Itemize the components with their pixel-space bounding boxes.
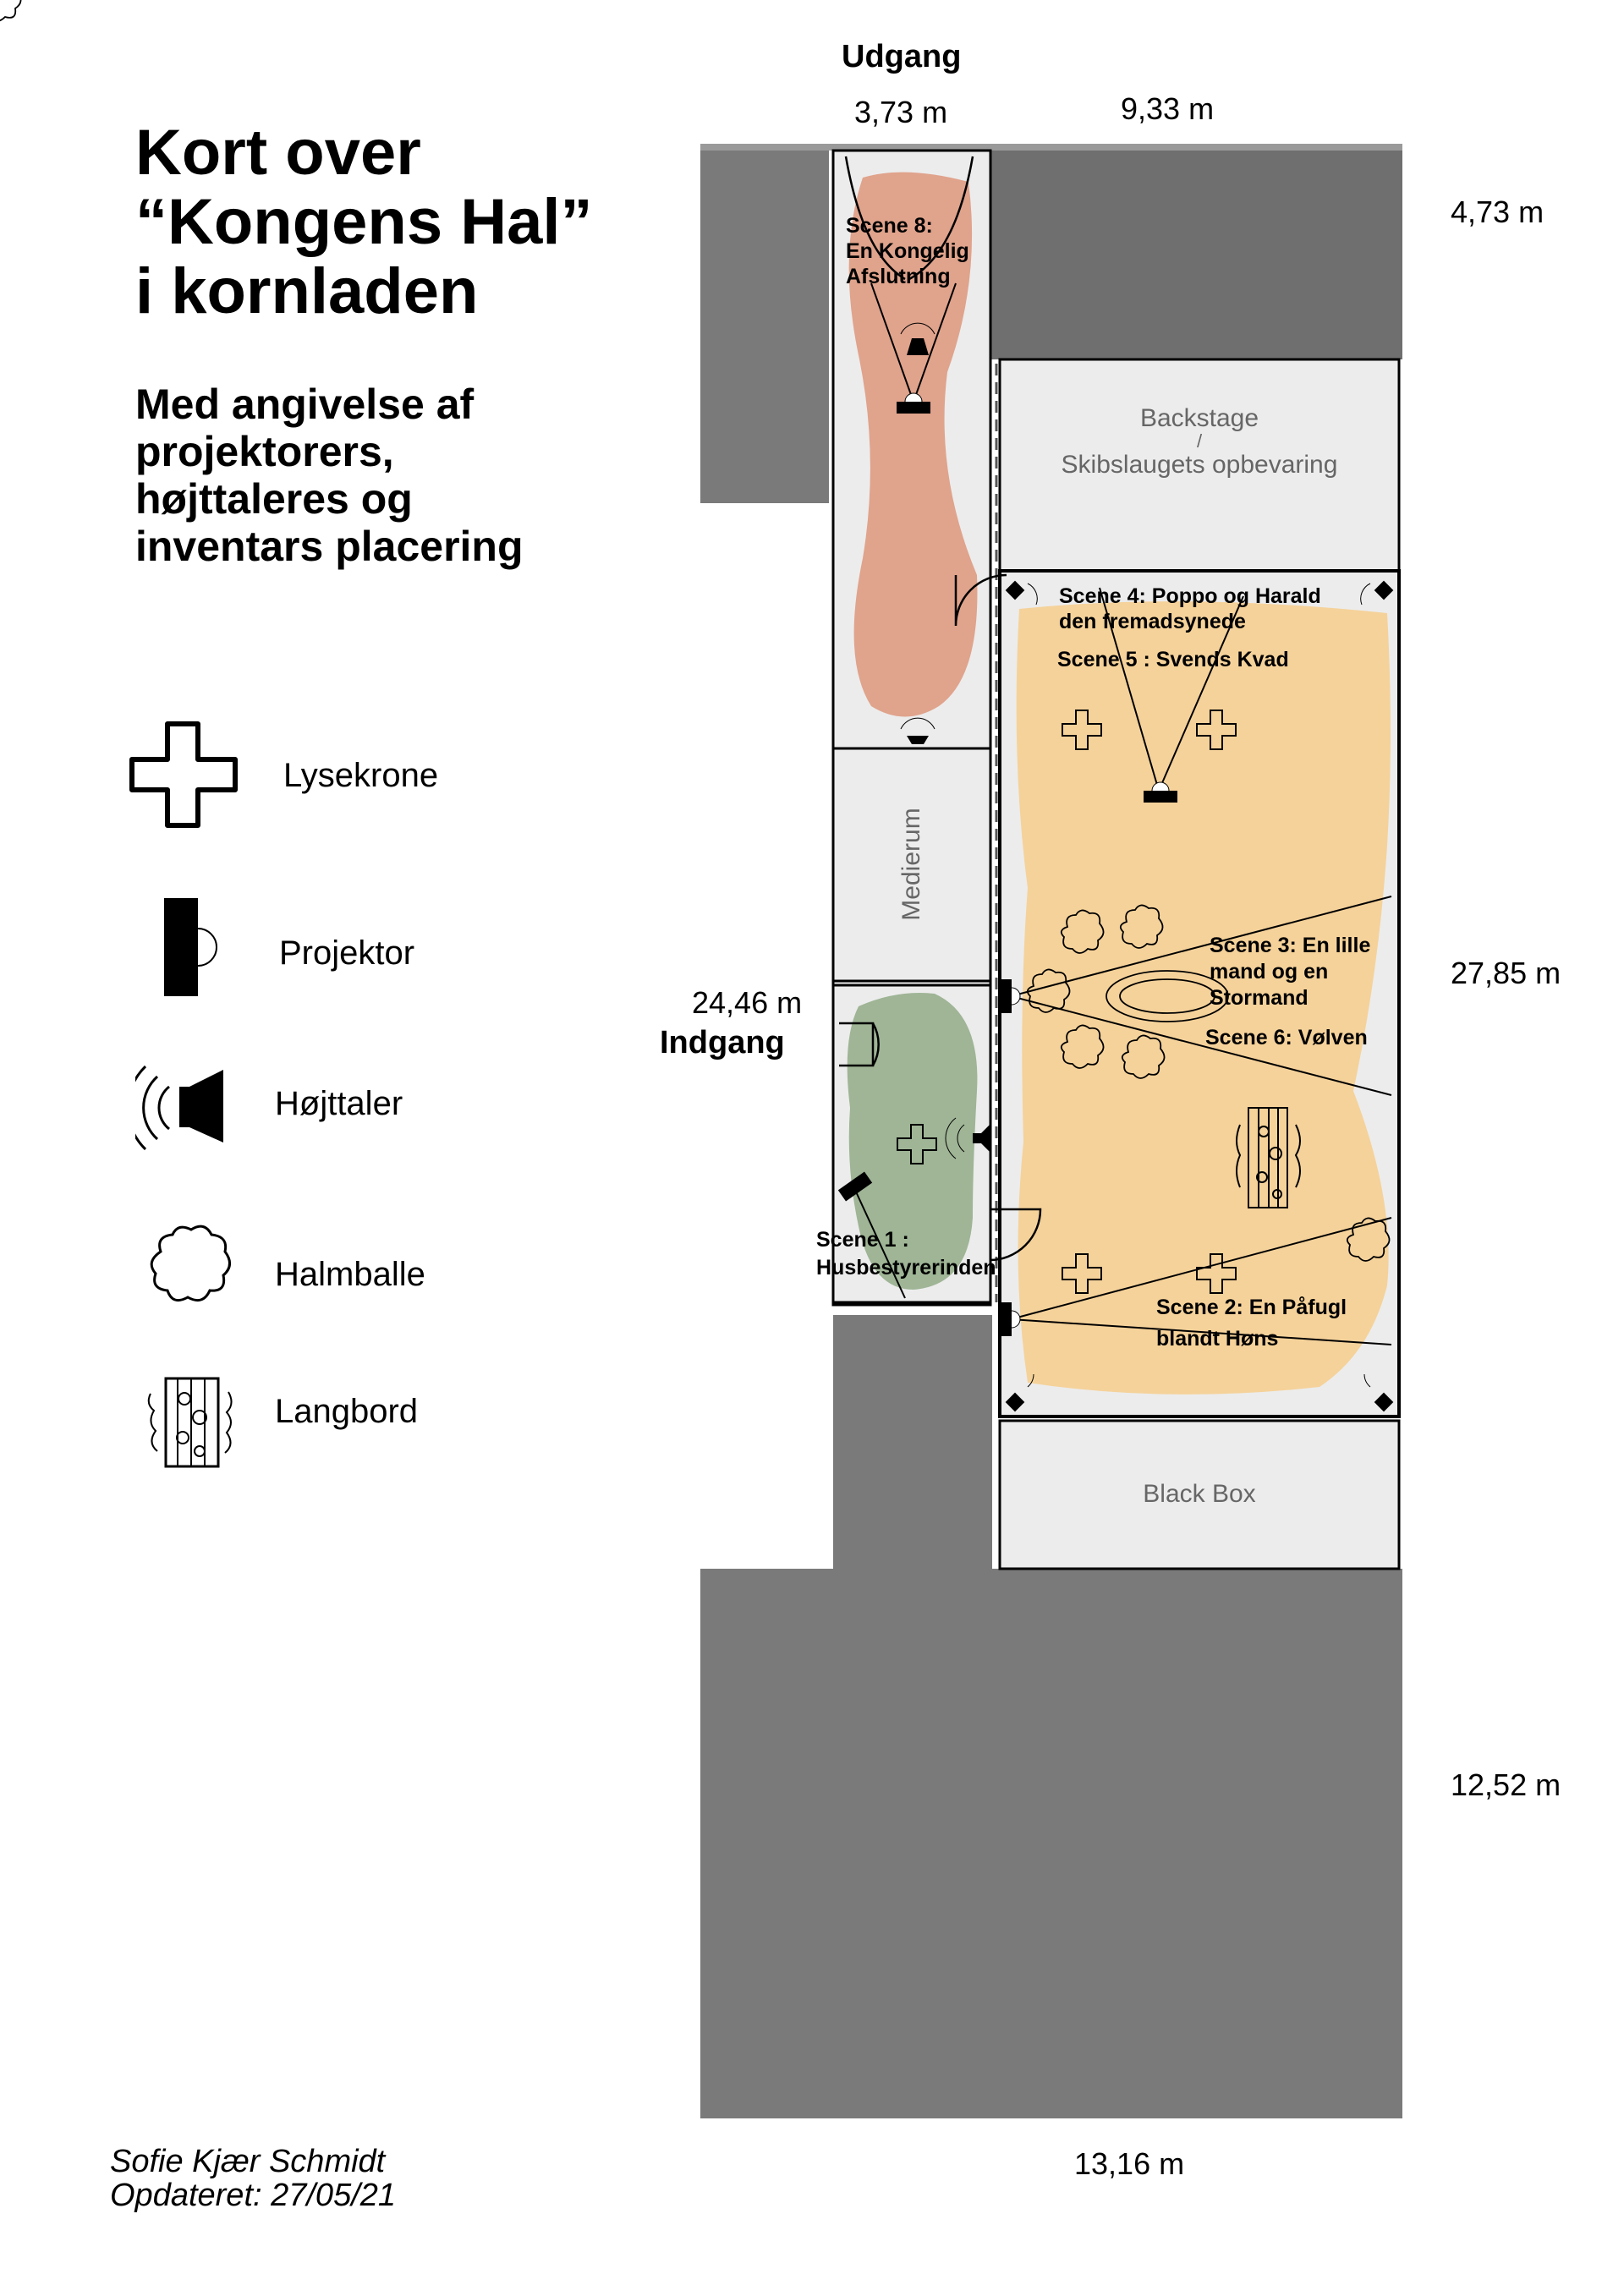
footer: Sofie Kjær Schmidt Opdateret: 27/05/21 <box>110 2145 396 2212</box>
projector-icon <box>897 392 930 414</box>
zone-main-hall <box>1016 601 1391 1395</box>
doors <box>839 156 1042 1262</box>
beam-scene1 <box>853 1187 906 1299</box>
dimension-right-bottom: 12,52 m <box>1451 1767 1561 1802</box>
dimension-right-middle: 27,85 m <box>1451 956 1561 990</box>
long-table-icon <box>147 1377 233 1468</box>
hay-bale-icon <box>150 1225 231 1302</box>
backstage-label-line-1: Backstage <box>1139 404 1259 432</box>
footer-author: Sofie Kjær Schmidt <box>110 2144 386 2179</box>
scene8-line-2: En Kongelig <box>846 239 969 263</box>
chandeliers <box>897 710 1237 1294</box>
title-line-2: “Kongens Hal” <box>135 186 593 258</box>
scene1-line-2: Husbestyrerinden <box>816 1256 996 1280</box>
scene8-label: Scene 8: En Kongelig Afslutning <box>846 213 969 289</box>
black-box-label: Black Box <box>1143 1480 1256 1508</box>
subtitle-line-1: Med angivelse af <box>135 381 475 428</box>
speaker-icon <box>1363 1373 1394 1412</box>
entrance-label: Indgang <box>660 1025 785 1060</box>
legend-label-hay-bale: Halmballe <box>275 1256 425 1293</box>
dimension-right-top: 4,73 m <box>1451 195 1544 229</box>
room-medierum <box>831 747 992 983</box>
backstage-label-line-3: Skibslaugets opbevaring <box>1061 451 1338 479</box>
projector-icon <box>837 1171 873 1202</box>
scene8-line-3: Afslutning <box>846 265 951 288</box>
speaker-icon <box>900 322 935 355</box>
scene3-line-2: mand og en <box>1210 960 1329 984</box>
projector-icon <box>1144 781 1177 803</box>
title-line-1: Kort over <box>135 117 421 189</box>
scene1-label: Scene 1 : Husbestyrerinden <box>816 1226 996 1282</box>
door-hall-lower <box>989 1208 1042 1262</box>
dimension-left-middle: 24,46 m <box>692 985 803 1020</box>
title-line-3: i kornladen <box>135 255 479 327</box>
scene2-line-2: blandt Høns <box>1156 1327 1279 1351</box>
scene4-label: Scene 4: Poppo og Harald den fremadsyned… <box>1059 584 1321 634</box>
scene4-line-2: den fremadsynede <box>1059 610 1246 633</box>
door-entrance-swing <box>871 1022 880 1066</box>
speaker-icon <box>1360 580 1394 606</box>
wall-block-bottom <box>700 1569 1402 2118</box>
speaker-icon <box>1005 580 1038 606</box>
door-entrance <box>839 1022 875 1067</box>
wall-block-top-right <box>990 144 1402 359</box>
scene5-label: Scene 5 : Svends Kvad <box>1057 648 1289 671</box>
scene6-label: Scene 6: Vølven <box>1205 1026 1368 1049</box>
scene3-label: Scene 3: En lille mand og en Stormand <box>1210 933 1370 1011</box>
exit-label: Udgang <box>842 39 962 74</box>
wall-block-top-left <box>700 144 829 503</box>
subtitle-line-3: højttaleres og <box>135 475 413 523</box>
room-backstage <box>998 358 1401 573</box>
zones <box>847 172 1391 1395</box>
chandelier-icon <box>897 1124 937 1164</box>
room-black-box <box>998 1419 1401 1570</box>
scene1-line-1: Scene 1 : <box>816 1228 909 1252</box>
page-subtitle: Med angivelse af projektorers, højttaler… <box>135 381 609 570</box>
zone-scene1 <box>847 993 978 1290</box>
speaker-icon <box>1005 1373 1034 1412</box>
hay-bale-circle-inner <box>1119 978 1215 1014</box>
hay-bales <box>0 0 1391 1262</box>
chandelier-icon <box>129 721 238 828</box>
backstage-label: Backstage / Skibslaugets opbevaring <box>1000 404 1399 479</box>
footer-updated: Opdateret: 27/05/21 <box>110 2178 397 2213</box>
chandelier-icon <box>1196 1253 1237 1294</box>
legend-label-chandelier: Lysekrone <box>283 757 439 794</box>
chandelier-icon <box>1062 710 1102 750</box>
scene2-line-1: Scene 2: En Påfugl <box>1156 1296 1347 1319</box>
scene2-label: Scene 2: En Påfugl blandt Høns <box>1156 1292 1347 1355</box>
chandelier-icon <box>1196 710 1237 750</box>
dimension-top-right: 9,33 m <box>1121 91 1215 126</box>
subtitle-line-2: projektorers, <box>135 428 394 475</box>
projector-icon <box>1000 1302 1021 1336</box>
legend-label-projector: Projektor <box>279 934 415 972</box>
scene8-line-1: Scene 8: <box>846 214 933 238</box>
speaker-icon <box>135 1065 223 1151</box>
legend-label-long-table: Langbord <box>275 1393 419 1430</box>
scene4-line-1: Scene 4: Poppo og Harald <box>1059 584 1321 608</box>
long-table-icon <box>1236 1107 1301 1208</box>
medierum-label: Medierum <box>897 808 925 921</box>
projector-icon <box>164 898 217 996</box>
wall-top-edge <box>700 144 1402 151</box>
subtitle-line-4: inventars placering <box>135 523 524 570</box>
backstage-label-line-2: / <box>1196 430 1203 452</box>
speaker-icon <box>900 717 935 744</box>
projectors <box>837 392 1177 1336</box>
page-title: Kort over “Kongens Hal” i kornladen <box>135 118 710 326</box>
dimension-bottom: 13,16 m <box>1074 2146 1185 2181</box>
legend-label-speaker: Højttaler <box>275 1085 403 1122</box>
hay-bale-circle <box>1106 970 1229 1022</box>
speaker-icon <box>945 1117 990 1159</box>
chandelier-icon <box>1062 1253 1102 1294</box>
dimension-top-left: 3,73 m <box>854 95 948 129</box>
door-hall-upper <box>954 573 1007 627</box>
walls <box>700 144 1402 2118</box>
projector-icon <box>1000 979 1021 1013</box>
scene3-line-1: Scene 3: En lille <box>1210 934 1371 957</box>
scene3-line-3: Stormand <box>1210 986 1309 1010</box>
exit-curtain <box>844 156 974 281</box>
speakers <box>900 322 1394 1412</box>
